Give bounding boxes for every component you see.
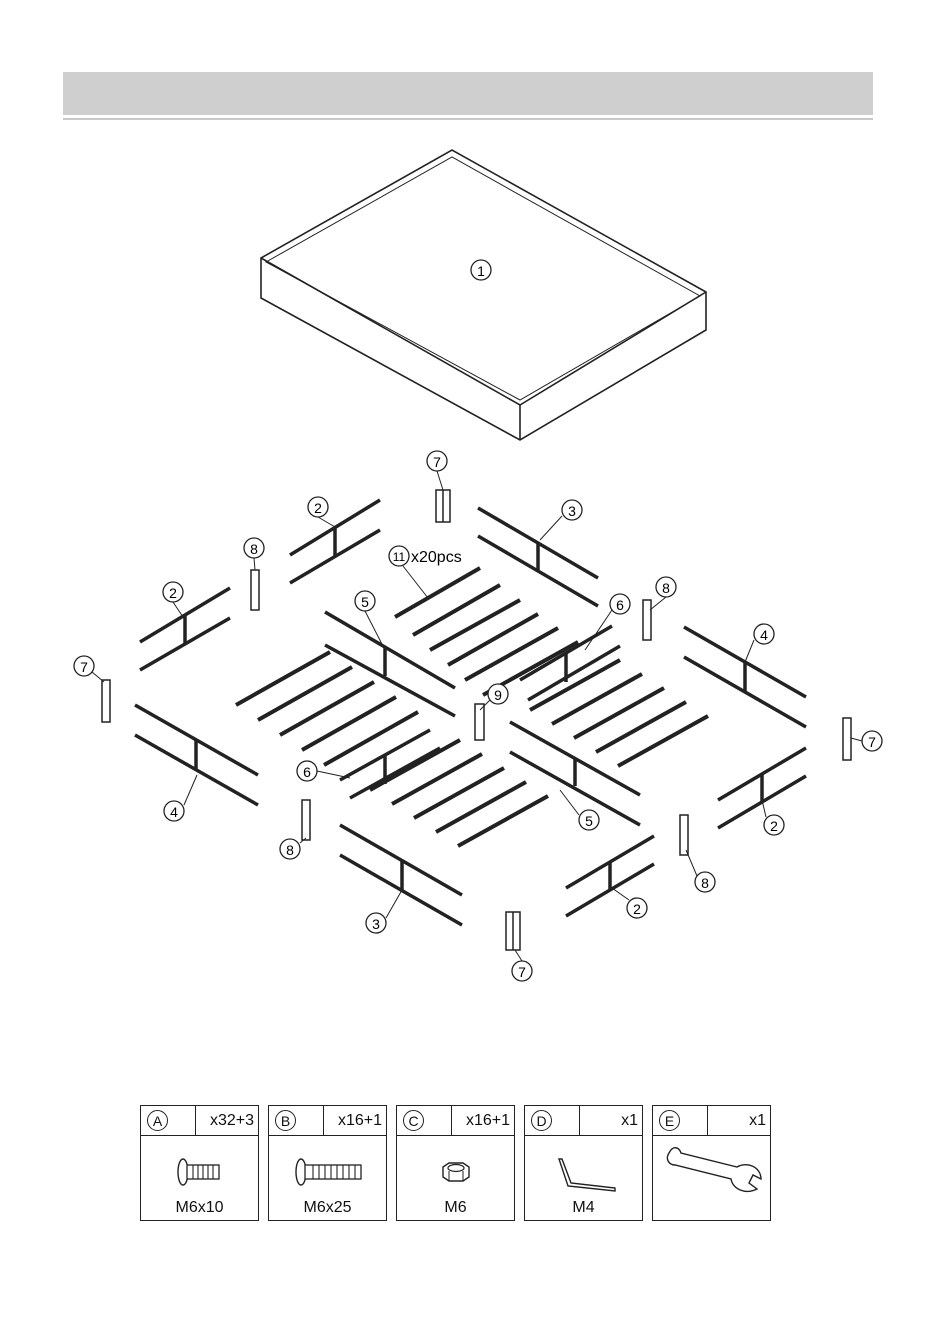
hardware-size: M6x10 — [141, 1199, 258, 1217]
allen-key-icon — [525, 1137, 642, 1197]
box-spring-mattress — [261, 150, 706, 440]
hardware-item-c: C x16+1 M6 — [396, 1105, 515, 1221]
hardware-qty: x32+3 — [196, 1106, 258, 1135]
svg-text:7: 7 — [433, 454, 441, 470]
callout-11-slats: 11 x20pcs — [389, 546, 462, 566]
end-rail-3-bottom — [340, 825, 462, 925]
svg-text:7: 7 — [80, 659, 88, 675]
svg-text:5: 5 — [361, 594, 369, 610]
callout-3-top: 3 — [562, 500, 582, 520]
svg-text:2: 2 — [314, 500, 322, 516]
hardware-item-d: D x1 M4 — [524, 1105, 643, 1221]
hardware-letter: A — [147, 1110, 168, 1131]
bracket-8-bottom-left — [302, 800, 310, 840]
svg-text:2: 2 — [770, 818, 778, 834]
callout-7-top: 7 — [427, 451, 447, 471]
slats-bottom-quadrant — [370, 740, 548, 846]
hardware-qty: x1 — [580, 1106, 642, 1135]
hardware-item-e: E x1 — [652, 1105, 771, 1221]
hardware-size: M6 — [397, 1199, 514, 1217]
svg-text:5: 5 — [585, 813, 593, 829]
callout-2-bottom: 2 — [627, 898, 647, 918]
hex-nut-icon — [397, 1137, 514, 1197]
callout-2-right: 2 — [764, 815, 784, 835]
end-rail-4-right — [684, 627, 806, 727]
svg-text:7: 7 — [518, 964, 526, 980]
center-bracket-9 — [475, 704, 484, 740]
long-bolt-icon — [269, 1137, 386, 1197]
svg-text:3: 3 — [372, 916, 380, 932]
end-rail-3-top — [478, 508, 598, 606]
svg-text:8: 8 — [250, 541, 258, 557]
callout-9-center: 9 — [488, 684, 508, 704]
callout-7-right: 7 — [862, 731, 882, 751]
callout-6-upper: 6 — [610, 594, 630, 614]
svg-text:6: 6 — [303, 764, 311, 780]
callout-5-lower: 5 — [579, 810, 599, 830]
hardware-letter: D — [531, 1110, 552, 1131]
svg-text:8: 8 — [662, 580, 670, 596]
hardware-item-b: B x16+1 M6x25 — [268, 1105, 387, 1221]
side-rail-2-right — [718, 748, 806, 828]
hardware-item-a: A x32+3 M6x10 — [140, 1105, 259, 1221]
svg-text:4: 4 — [170, 804, 178, 820]
callout-2-top-left: 2 — [308, 497, 328, 517]
wrench-icon — [653, 1137, 770, 1197]
callout-5-upper: 5 — [355, 591, 375, 611]
leg-7-top — [436, 490, 450, 522]
bracket-8-top-right — [643, 600, 651, 640]
side-rail-2-left — [140, 588, 230, 670]
svg-text:1: 1 — [477, 263, 485, 279]
callout-3-bottom: 3 — [366, 913, 386, 933]
hardware-letter: E — [659, 1110, 680, 1131]
hardware-letter: B — [275, 1110, 296, 1131]
leg-7-bottom — [506, 912, 520, 950]
leg-7-left — [102, 680, 110, 722]
callout-7-left: 7 — [74, 656, 94, 676]
svg-text:6: 6 — [616, 597, 624, 613]
slats-top-quadrant — [395, 568, 578, 695]
end-rail-4-left — [135, 705, 258, 805]
svg-text:7: 7 — [868, 734, 876, 750]
svg-text:2: 2 — [169, 585, 177, 601]
svg-text:4: 4 — [760, 627, 768, 643]
leg-7-right — [843, 718, 851, 760]
hardware-qty: x16+1 — [452, 1106, 514, 1135]
svg-text:3: 3 — [568, 503, 576, 519]
callout-1: 1 — [471, 260, 491, 280]
callout-4-left: 4 — [164, 801, 184, 821]
side-rail-2-top-left — [290, 500, 380, 583]
callout-2-left: 2 — [163, 582, 183, 602]
svg-text:8: 8 — [701, 875, 709, 891]
hardware-size: M6x25 — [269, 1199, 386, 1217]
hardware-list: A x32+3 M6x10 B x16+1 M6x25 C x16+1 — [140, 1105, 773, 1223]
bracket-8-bottom-right — [680, 815, 688, 855]
hardware-qty: x16+1 — [324, 1106, 386, 1135]
svg-text:8: 8 — [286, 842, 294, 858]
hardware-qty: x1 — [708, 1106, 770, 1135]
callout-4-right: 4 — [754, 624, 774, 644]
svg-text:x20pcs: x20pcs — [411, 549, 462, 566]
svg-text:2: 2 — [633, 901, 641, 917]
callout-8-top-left: 8 — [244, 538, 264, 558]
hardware-size: M4 — [525, 1199, 642, 1217]
svg-text:9: 9 — [494, 687, 502, 703]
svg-text:11: 11 — [393, 550, 406, 564]
slats-left-quadrant — [236, 652, 418, 765]
short-bolt-icon — [141, 1137, 258, 1197]
callout-8-top-right: 8 — [656, 577, 676, 597]
callout-7-bottom: 7 — [512, 961, 532, 981]
callout-6-lower: 6 — [297, 761, 317, 781]
bracket-8-top-left — [251, 570, 259, 610]
assembly-diagram: 1 — [0, 0, 933, 1050]
callout-8-bottom-left: 8 — [280, 839, 300, 859]
callout-8-bottom-right: 8 — [695, 872, 715, 892]
hardware-letter: C — [403, 1110, 424, 1131]
